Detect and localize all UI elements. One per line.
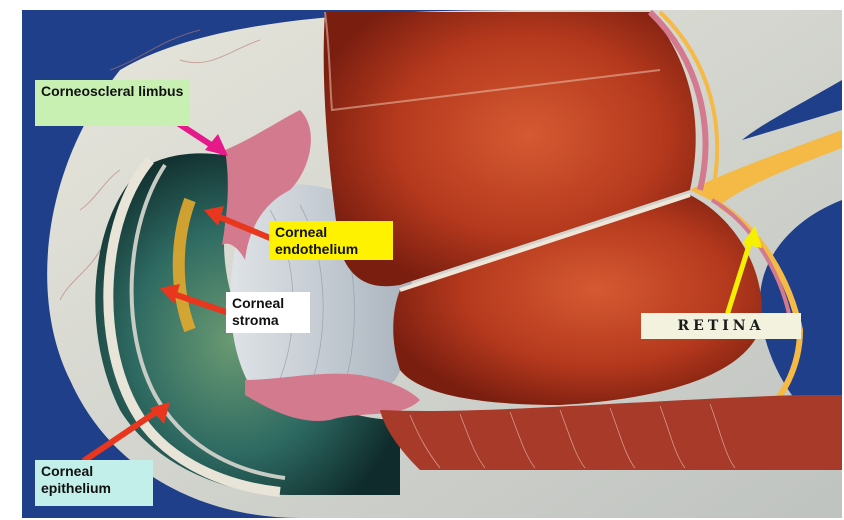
corneoscleral-limbus-label: Corneoscleral limbus [35,80,190,126]
corneal-endothelium-label: Corneal endothelium [269,221,393,260]
corneal-epithelium-label: Corneal epithelium [35,460,153,506]
corneal-stroma-label: Corneal stroma [226,292,310,333]
retina-label: RETINA [641,313,801,339]
